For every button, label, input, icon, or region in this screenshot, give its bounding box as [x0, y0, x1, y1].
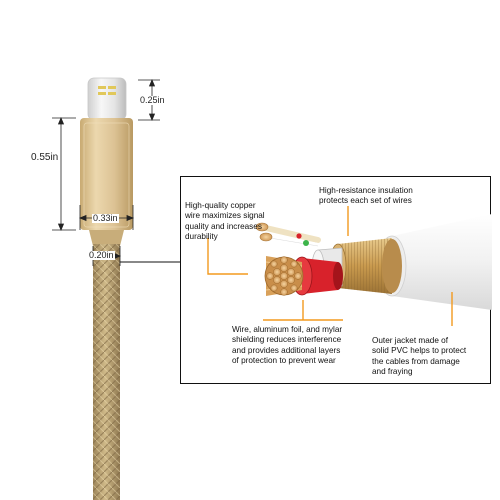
signal-wires [255, 222, 321, 249]
copper-core [264, 256, 304, 296]
callout-brackets [207, 206, 453, 326]
callout-outer-jacket: Outer jacket made of solid PVC helps to … [372, 336, 467, 376]
dimension-label-connector: 0.25in [139, 95, 166, 105]
callout-copper-wire: High-quality copper wire maximizes signa… [185, 201, 265, 241]
lightning-connector-pin [87, 77, 127, 121]
dimension-label-cable-width: 0.20in [88, 250, 115, 260]
dimension-label-housing-width: 0.33in [92, 213, 119, 223]
callout-insulation: High-resistance insulation protects each… [319, 186, 413, 206]
callout-shielding: Wire, aluminum foil, and mylar shielding… [232, 325, 343, 365]
connector-housing [80, 118, 133, 246]
dimension-label-housing-length: 0.55in [30, 152, 60, 163]
braided-cable [93, 244, 120, 500]
